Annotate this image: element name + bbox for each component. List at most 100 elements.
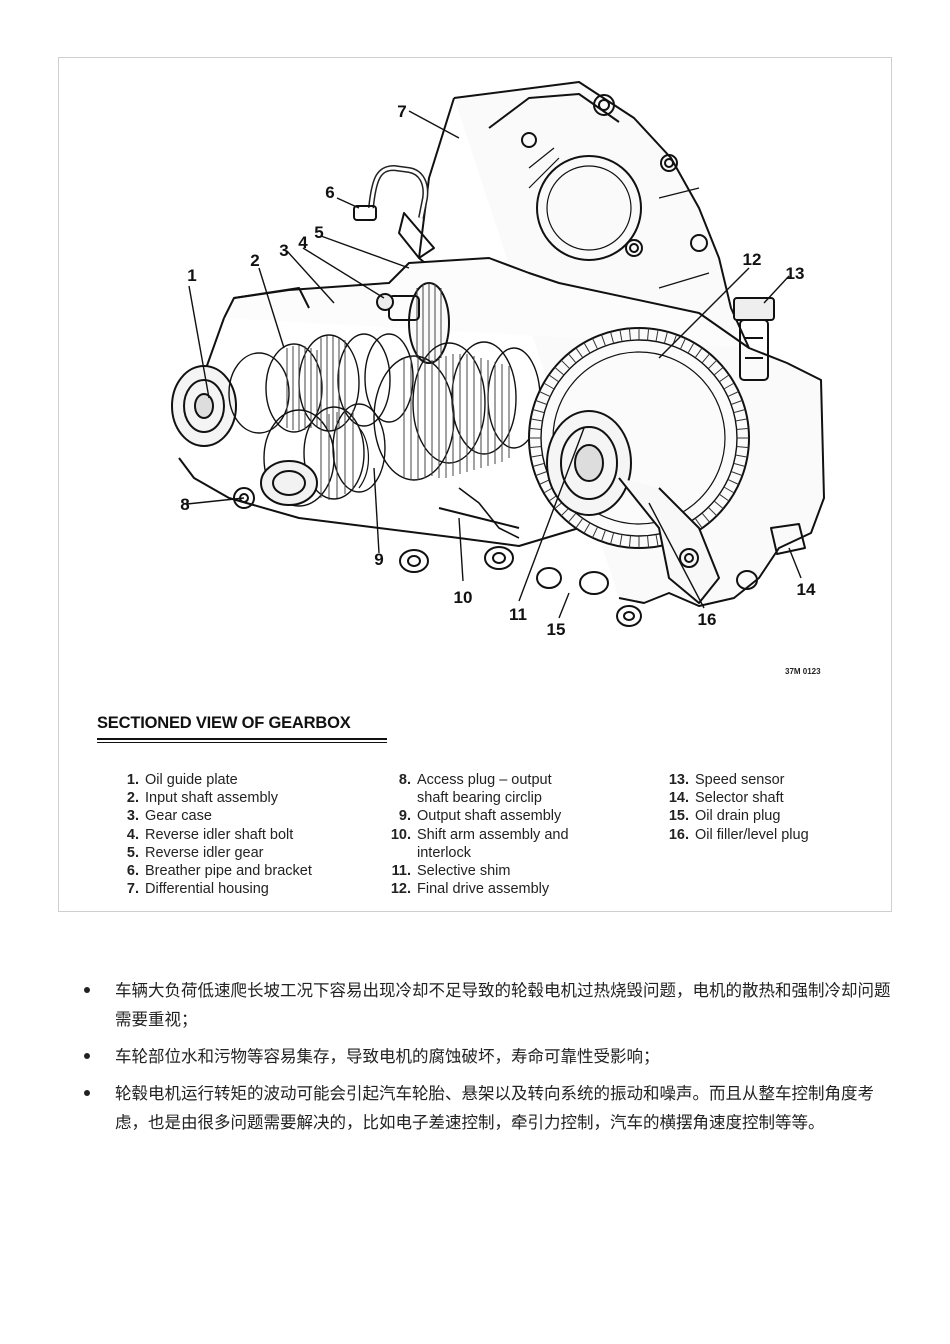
legend-label: Speed sensor (695, 772, 785, 788)
legend-label: Access plug – output (417, 772, 552, 788)
legend-item: 15.Oil drain plug (667, 807, 809, 825)
bullet-list: 车辆大负荷低速爬长坡工况下容易出现冷却不足导致的轮毂电机过热烧毁问题，电机的散热… (84, 976, 896, 1145)
gearbox-figure: 1 2 3 4 5 6 7 8 9 10 11 12 13 14 15 16 3… (58, 57, 892, 912)
legend-label: Selector shaft (695, 790, 784, 807)
ring-gear-tooth (575, 518, 584, 529)
legend-item: 10. Shift arm assembly and (389, 826, 569, 844)
ring-gear-tooth (733, 409, 746, 414)
ring-gear-tooth (647, 328, 650, 341)
legend-item: 1.Oil guide plate (117, 771, 312, 789)
callout-14: 14 (797, 580, 816, 599)
list-item-text: 车轮部位水和污物等容易集存，导致电机的腐蚀破坏，寿命可靠性受影响； (115, 1047, 660, 1066)
legend-label: Breather pipe and bracket (145, 863, 312, 880)
callout-5: 5 (314, 223, 323, 242)
ring-gear-tooth (583, 522, 591, 534)
ring-gear-tooth (663, 331, 668, 344)
legend-item: 5.Reverse idler gear (117, 844, 312, 862)
gearbox-sectioned-illustration: 1 2 3 4 5 6 7 8 9 10 11 12 13 14 15 16 (171, 81, 825, 639)
ring-gear-tooth (713, 366, 724, 376)
ring-gear-tooth (567, 512, 577, 523)
ring-gear-tooth (727, 478, 739, 485)
ring-gear-tooth (548, 374, 559, 383)
bullet-marker (84, 1090, 90, 1096)
legend-number: 9. (398, 808, 411, 825)
ring-gear-tooth (655, 329, 659, 342)
legend-item: 9. Output shaft assembly (389, 807, 569, 825)
callout-12: 12 (743, 250, 762, 269)
callout-16: 16 (698, 610, 717, 629)
bullet-marker (84, 1053, 90, 1059)
ring-gear-tooth (610, 331, 615, 344)
caption-underline (97, 738, 387, 740)
callout-7: 7 (397, 102, 406, 121)
ring-gear-tooth (735, 418, 748, 422)
ring-gear-tooth (736, 446, 749, 449)
callout-15: 15 (547, 620, 566, 639)
ring-gear-tooth (679, 338, 686, 350)
callout-11: 11 (509, 605, 527, 624)
ring-gear-tooth (719, 374, 730, 383)
legend-item: interlock (389, 844, 569, 862)
ring-gear-tooth (535, 399, 548, 405)
legend-label: shaft bearing circlip (417, 790, 542, 807)
ring-gear-tooth (727, 391, 739, 398)
legend-label: Final drive assembly (417, 881, 550, 898)
legend-number (389, 844, 411, 862)
list-item-text: 轮毂电机运行转矩的波动可能会引起汽车轮胎、悬架以及转向系统的振动和噪声。而且从整… (115, 1084, 874, 1132)
legend-number: 2. (126, 790, 139, 807)
ring-gear-tooth (560, 359, 571, 370)
bullet-marker (84, 987, 90, 993)
ring-gear-tooth (592, 338, 599, 350)
legend-column-2: 8. Access plug – output shaft bearing circ… (389, 771, 569, 898)
callout-10: 10 (454, 588, 473, 607)
ring-gear-tooth (694, 518, 703, 529)
legend-label: Selective shim (417, 863, 511, 880)
ring-gear-tooth (701, 512, 711, 523)
caption-underline-thin (97, 742, 387, 743)
ring-gear-tooth (575, 347, 584, 358)
ring-gear-tooth (628, 328, 631, 341)
legend-label: Reverse idler shaft bolt (145, 826, 294, 843)
legend-label: Oil guide plate (145, 772, 238, 788)
ring-gear-tooth (619, 329, 623, 342)
legend-number: 11. (391, 863, 411, 880)
ring-gear-tooth (713, 500, 724, 510)
ring-gear-tooth (655, 534, 659, 547)
list-item: 车轮部位水和污物等容易集存，导致电机的腐蚀破坏，寿命可靠性受影响； (84, 1042, 896, 1071)
legend-label: Shift arm assembly and (417, 826, 569, 843)
legend-number: 14. (668, 790, 689, 807)
legend-label: interlock (417, 844, 471, 861)
legend-item: shaft bearing circlip (389, 789, 569, 807)
ring-gear-tooth (610, 532, 615, 545)
ring-gear-tooth (532, 409, 545, 414)
legend-item: 6.Breather pipe and bracket (117, 862, 312, 880)
legend-label: Oil drain plug (695, 808, 781, 825)
ring-gear-tooth (543, 382, 555, 390)
ring-gear-tooth (694, 347, 703, 358)
legend-item: 16.Oil filler/level plug (667, 826, 809, 844)
legend-item: 14. Selector shaft (667, 789, 809, 807)
ring-gear-tooth (707, 359, 718, 370)
ring-gear-tooth (735, 454, 748, 458)
legend-label: Output shaft assembly (417, 808, 562, 825)
ring-gear-tooth (701, 353, 711, 364)
legend-number: 13. (668, 772, 689, 788)
legend-number: 8. (398, 772, 411, 788)
callout-1: 1 (187, 266, 196, 285)
ring-gear-tooth (583, 342, 591, 354)
ring-gear-tooth (687, 342, 695, 354)
legend-number: 10. (390, 826, 411, 843)
callout-2: 2 (250, 251, 259, 270)
legend-number: 5. (126, 844, 139, 861)
ring-gear-tooth (567, 353, 577, 364)
legend-label: Input shaft assembly (145, 790, 278, 807)
ring-gear-tooth (529, 427, 542, 430)
figure-code: 37M 0123 (785, 667, 821, 676)
ring-gear-tooth (707, 506, 718, 517)
ring-gear-tooth (719, 493, 730, 502)
ring-gear-tooth (539, 391, 551, 398)
ring-gear-tooth (554, 366, 565, 376)
legend-item: 4.Reverse idler shaft bolt (117, 826, 312, 844)
ring-gear-tooth (530, 418, 543, 422)
